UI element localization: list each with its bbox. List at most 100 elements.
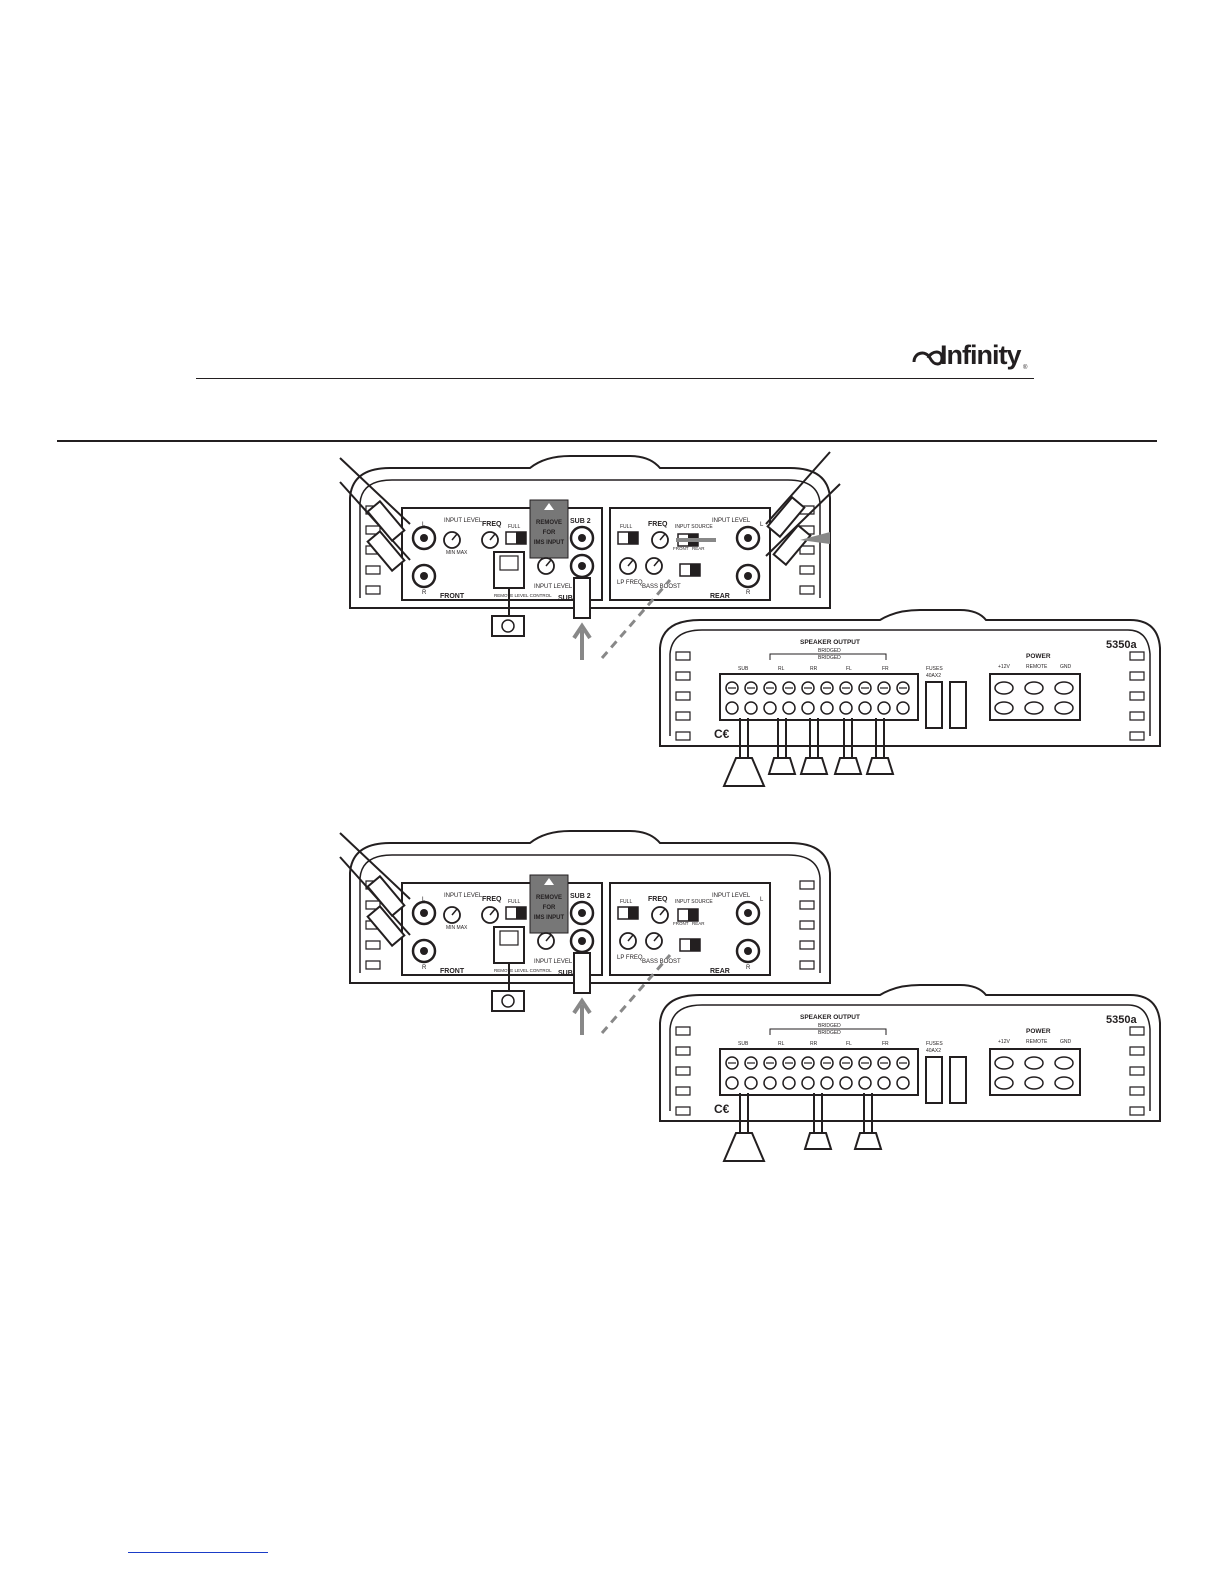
power-screw-icon[interactable]	[1024, 681, 1044, 695]
power-screw-icon[interactable]	[1054, 1056, 1074, 1070]
channel-fr-label: FR	[882, 666, 889, 672]
front-input-level-label: INPUT LEVEL	[444, 893, 483, 899]
sub-rca-plug	[573, 577, 591, 619]
power-12v-label: +12V	[998, 1039, 1010, 1045]
vent-slot-icon	[675, 651, 691, 661]
vent-slot-icon	[675, 1106, 691, 1116]
remove-notice-line: FOR	[543, 530, 556, 536]
rear-section-label: REAR	[710, 968, 730, 975]
vent-slot-icon	[1129, 711, 1145, 721]
power-screw-icon[interactable]	[994, 681, 1014, 695]
speaker-output-label: SPEAKER OUTPUT	[800, 1014, 860, 1021]
terminal-screw-icon[interactable]	[725, 701, 739, 715]
front-min-max-label: MIN MAX	[446, 550, 468, 556]
channel-rl-label: RL	[778, 666, 785, 672]
terminal-screw-icon[interactable]	[839, 701, 853, 715]
terminal-screw-icon[interactable]	[801, 701, 815, 715]
remote-bass-control-module	[491, 990, 525, 1012]
sub-rca-plug	[573, 952, 591, 994]
terminal-screw-icon[interactable]	[744, 701, 758, 715]
remove-notice-line: FOR	[543, 905, 556, 911]
vent-slot-icon	[1129, 691, 1145, 701]
vent-slot-icon	[365, 960, 381, 970]
terminal-screw-icon[interactable]	[782, 701, 796, 715]
front-freq-label: FREQ	[482, 896, 502, 903]
rca-cable-front-left	[339, 457, 411, 525]
vent-slot-icon	[1129, 651, 1145, 661]
fuse-1	[925, 681, 943, 729]
front-input-section	[401, 882, 603, 976]
front-full-label: FULL	[508, 524, 520, 530]
terminal-screw-icon[interactable]	[858, 701, 872, 715]
vent-slot-icon	[799, 940, 815, 950]
footer-link-underline[interactable]	[128, 1552, 268, 1553]
jack-center-icon	[744, 534, 752, 542]
rear-left-label: L	[760, 522, 764, 528]
speaker-icon	[799, 757, 829, 775]
vent-slot-icon	[1129, 731, 1145, 741]
power-screw-icon[interactable]	[994, 1076, 1014, 1090]
power-screw-icon[interactable]	[1024, 701, 1044, 715]
vent-slot-icon	[799, 545, 815, 555]
rear-input-section	[609, 507, 771, 601]
terminal-screw-icon[interactable]	[858, 1076, 872, 1090]
front-input-section	[401, 507, 603, 601]
vent-slot-icon	[675, 1086, 691, 1096]
terminal-screw-icon[interactable]	[877, 1076, 891, 1090]
arrow-up-icon	[572, 622, 592, 660]
power-screw-icon[interactable]	[994, 1056, 1014, 1070]
jack-center-icon	[578, 909, 586, 917]
power-screw-icon[interactable]	[1054, 681, 1074, 695]
fuse-rating-label: 40AX2	[926, 1048, 941, 1054]
input-source-label: INPUT SOURCE	[675, 899, 713, 905]
power-screw-icon[interactable]	[1054, 1076, 1074, 1090]
rca-plug-icon	[366, 499, 406, 543]
vent-slot-icon	[1129, 1066, 1145, 1076]
vent-slot-icon	[1129, 671, 1145, 681]
terminal-screw-icon[interactable]	[782, 1076, 796, 1090]
rear-right-label: R	[746, 965, 751, 971]
sub-input-level-label: INPUT LEVEL	[534, 584, 573, 590]
front-section-label: FRONT	[440, 968, 465, 975]
remote-level-control-label: REMOTE LEVEL CONTROL	[494, 968, 552, 973]
terminal-screw-icon[interactable]	[744, 1076, 758, 1090]
remote-level-control-port[interactable]	[493, 551, 525, 589]
power-screw-icon[interactable]	[1054, 701, 1074, 715]
input-source-front-option: FRONT	[673, 921, 689, 926]
input-source-label: INPUT SOURCE	[675, 524, 713, 530]
power-label: POWER	[1026, 1028, 1051, 1035]
terminal-screw-icon[interactable]	[877, 701, 891, 715]
rca-cable-front-left	[339, 832, 411, 900]
jack-center-icon	[420, 947, 428, 955]
power-screw-icon[interactable]	[1024, 1056, 1044, 1070]
power-label: POWER	[1026, 653, 1051, 660]
remove-notice-line: REMOVE	[536, 895, 562, 901]
rca-cable-rear-right	[765, 483, 841, 557]
vent-slot-icon	[799, 900, 815, 910]
terminal-screw-icon[interactable]	[896, 1076, 910, 1090]
front-left-label: L	[422, 522, 426, 528]
terminal-screw-icon[interactable]	[763, 701, 777, 715]
infinity-swirl-icon	[912, 350, 944, 366]
channel-fr-label: FR	[882, 1041, 889, 1047]
jack-center-icon	[744, 947, 752, 955]
model-number: 5350a	[1106, 1014, 1137, 1026]
front-right-label: R	[422, 965, 427, 971]
terminal-screw-icon[interactable]	[763, 1076, 777, 1090]
power-screw-icon[interactable]	[1024, 1076, 1044, 1090]
input-source-front-option: FRONT	[673, 546, 689, 551]
terminal-screw-icon[interactable]	[820, 1076, 834, 1090]
rear-input-level-label: INPUT LEVEL	[712, 893, 751, 899]
remove-notice-line: IMS INPUT	[534, 540, 565, 546]
rear-right-label: R	[746, 590, 751, 596]
power-screw-icon[interactable]	[994, 701, 1014, 715]
terminal-screw-icon[interactable]	[896, 701, 910, 715]
vent-slot-icon	[1129, 1026, 1145, 1036]
speaker-icon	[833, 757, 863, 775]
terminal-screw-icon[interactable]	[820, 701, 834, 715]
terminal-screw-icon[interactable]	[801, 1076, 815, 1090]
terminal-screw-icon[interactable]	[725, 1076, 739, 1090]
vent-slot-icon	[799, 565, 815, 575]
terminal-screw-icon[interactable]	[839, 1076, 853, 1090]
